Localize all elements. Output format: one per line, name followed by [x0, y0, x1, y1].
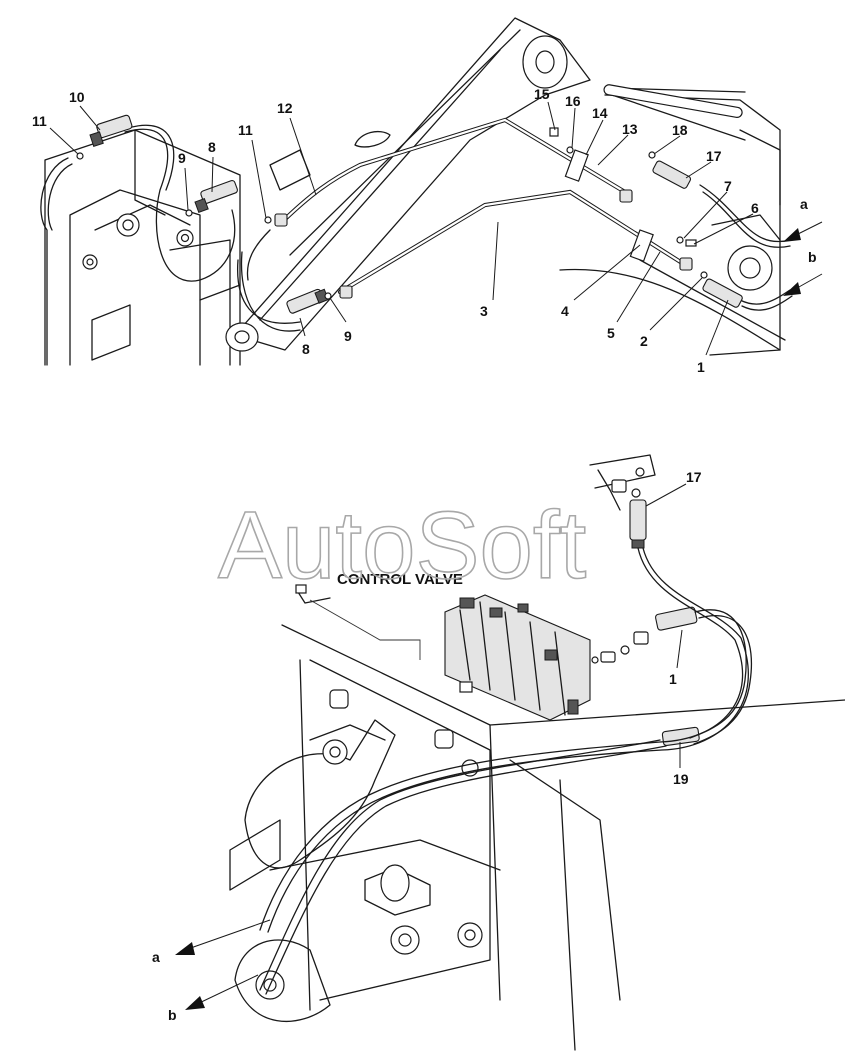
callout-6: 6 [751, 200, 759, 216]
callout-b: b [808, 249, 817, 265]
callout-14: 14 [592, 105, 608, 121]
callout-5: 5 [607, 325, 615, 341]
callout-a: a [152, 949, 160, 965]
bottom-leaders [645, 483, 687, 768]
fitting-8-lower [286, 288, 330, 314]
hoses-right [699, 184, 793, 311]
fitting-17-upper [652, 160, 692, 189]
hoses-left [40, 124, 301, 366]
callout-11: 11 [238, 122, 253, 138]
callout-3: 3 [480, 303, 488, 319]
bottom-arrow-a [175, 919, 271, 955]
callout-17: 17 [706, 148, 722, 164]
callout-a: a [800, 196, 808, 212]
fitting-1-lower [591, 606, 698, 664]
callout-8: 8 [302, 341, 310, 357]
control-valve [295, 584, 591, 721]
callout-15: 15 [534, 86, 550, 102]
callout-18: 18 [672, 122, 688, 138]
callout-12: 12 [277, 100, 293, 116]
tube-12 [279, 117, 633, 225]
watermark: AutoSoft [218, 492, 586, 599]
top-assembly-view: 10 11 9 8 11 12 15 16 14 13 18 17 7 6 a … [32, 17, 823, 375]
callout-11: 11 [32, 113, 47, 129]
fitting-1-upper [702, 278, 743, 308]
callout-10: 10 [69, 89, 85, 105]
top-leaders [49, 101, 754, 356]
bottom-assembly-view: 17 1 19 a b CONTROL VALVE [152, 454, 845, 1051]
fitting-8-upper [194, 179, 238, 213]
top-callout-labels: 10 11 9 8 11 12 15 16 14 13 18 17 7 6 a … [32, 86, 817, 375]
top-arrow-a [783, 221, 823, 242]
boom-right-section [559, 84, 786, 356]
fitting-17-lower [629, 499, 647, 549]
hoses-bottom [259, 547, 753, 995]
bottom-arrow-b [185, 974, 259, 1010]
callout-7: 7 [724, 178, 732, 194]
callout-2: 2 [640, 333, 648, 349]
fitting-10 [89, 114, 133, 148]
swing-bracket [229, 719, 501, 1023]
upper-pipe [589, 454, 656, 511]
boom-arm [225, 17, 591, 352]
callout-9: 9 [344, 328, 352, 344]
machine-frame [44, 129, 241, 366]
callout-b: b [168, 1007, 177, 1023]
callout-1: 1 [697, 359, 705, 375]
callout-4: 4 [561, 303, 569, 319]
tube-3 [337, 189, 693, 295]
callout-19: 19 [673, 771, 689, 787]
callout-1: 1 [669, 671, 677, 687]
fitting-misc [76, 127, 708, 300]
chassis-body [281, 624, 845, 1051]
bottom-callout-labels: 17 1 19 a b [152, 469, 702, 1023]
top-arrow-b [783, 273, 823, 296]
callout-13: 13 [622, 121, 638, 137]
control-valve-label: CONTROL VALVE [337, 571, 463, 588]
callout-16: 16 [565, 93, 581, 109]
callout-8: 8 [208, 139, 216, 155]
callout-17: 17 [686, 469, 702, 485]
callout-9: 9 [178, 150, 186, 166]
